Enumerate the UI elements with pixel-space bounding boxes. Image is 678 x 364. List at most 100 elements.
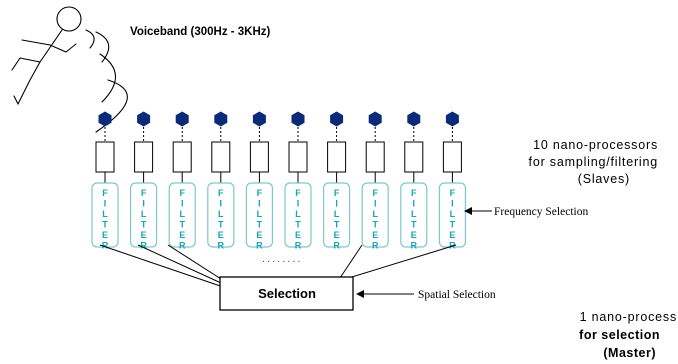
filter-letter: F: [218, 188, 224, 198]
filter-letter: I: [297, 199, 300, 209]
slaves-label: 10 nano-processors for sampling/filterin…: [529, 138, 658, 186]
filter-letter: T: [257, 220, 263, 230]
connector-line: [341, 244, 457, 281]
sensor-node-icon: [175, 111, 189, 127]
speaker-figure-icon: [11, 6, 95, 105]
spatial-selection-arrow-icon: [356, 290, 414, 298]
sensor-node-icon: [368, 111, 382, 127]
nano-processor-box: [211, 141, 231, 173]
filter-letter: L: [141, 209, 147, 219]
filter-letter: L: [411, 209, 417, 219]
filter-letter: I: [142, 199, 145, 209]
sensor-node-icon: [291, 111, 305, 127]
selection-box: [219, 276, 354, 311]
filter-letter: L: [450, 209, 456, 219]
master-label: 1 nano-process for selection (Master): [579, 310, 677, 360]
voiceband-label: Voiceband (300Hz - 3KHz): [130, 26, 271, 38]
filter-box: [168, 182, 196, 248]
filter-letter: T: [295, 220, 301, 230]
nano-processor-box: [134, 141, 154, 173]
filter-letter: E: [372, 230, 378, 240]
filter-letter: R: [372, 241, 379, 251]
frequency-selection-label: Frequency Selection: [494, 206, 588, 218]
filter-letter: R: [140, 241, 147, 251]
nano-processor-box: [404, 141, 424, 173]
master-label-line-3: (Master): [603, 346, 656, 360]
filter-letter: R: [102, 241, 109, 251]
filter-letter: F: [334, 188, 340, 198]
filter-letter: E: [411, 230, 417, 240]
nano-processor-box: [442, 141, 462, 173]
filter-letter: T: [334, 220, 340, 230]
filter-box: [130, 182, 158, 248]
filter-letter: I: [374, 199, 377, 209]
slaves-label-line-1: 10 nano-processors: [533, 138, 658, 152]
filter-letter: I: [335, 199, 338, 209]
filter-letter: L: [334, 209, 340, 219]
frequency-selection-arrow-icon: [464, 207, 492, 215]
nano-processor-box: [288, 141, 308, 173]
filter-letter: I: [258, 199, 261, 209]
filter-letter: I: [413, 199, 416, 209]
filter-letter: T: [102, 220, 108, 230]
processor-columns: FILTERFILTERFILTERFILTERFILTERFILTERFILT…: [91, 111, 466, 251]
sensor-node-icon: [252, 111, 266, 127]
connector-line: [137, 244, 233, 289]
filter-letter: E: [218, 230, 224, 240]
spatial-selection-label: Spatial Selection: [418, 289, 496, 301]
slaves-label-line-2: for sampling/filtering: [529, 155, 658, 169]
filter-letter: F: [102, 188, 108, 198]
master-label-line-1: 1 nano-process: [580, 310, 677, 324]
connector-line: [99, 244, 233, 291]
filter-letter: L: [218, 209, 224, 219]
filter-letter: R: [449, 241, 456, 251]
filter-letter: T: [218, 220, 224, 230]
filter-letter: E: [102, 230, 108, 240]
filter-letter: T: [372, 220, 378, 230]
filter-letter: L: [295, 209, 301, 219]
sensor-node-icon: [330, 111, 344, 127]
filter-box: [438, 182, 466, 248]
filter-letter: E: [256, 230, 262, 240]
ellipsis-dots: ........: [262, 253, 302, 265]
filter-letter: I: [181, 199, 184, 209]
filter-letter: E: [449, 230, 455, 240]
filter-letter: E: [334, 230, 340, 240]
filter-box: [284, 182, 312, 248]
filter-letter: L: [372, 209, 378, 219]
master-label-line-2: for selection: [579, 328, 660, 342]
filter-letter: E: [141, 230, 147, 240]
nano-processor-box: [249, 141, 269, 173]
filter-letter: F: [372, 188, 378, 198]
filter-box: [400, 182, 428, 248]
sensor-node-icon: [214, 111, 228, 127]
filter-box: [361, 182, 389, 248]
filter-letter: I: [451, 199, 454, 209]
filter-box: [323, 182, 351, 248]
filter-letter: T: [179, 220, 185, 230]
filter-letter: F: [295, 188, 301, 198]
filter-letter: I: [104, 199, 107, 209]
filter-letter: R: [295, 241, 302, 251]
filter-letter: F: [411, 188, 417, 198]
sensor-node-icon: [98, 111, 112, 127]
nano-processor-box: [172, 141, 192, 173]
filter-letter: F: [141, 188, 147, 198]
filter-box: [207, 182, 235, 248]
filter-letter: R: [333, 241, 340, 251]
connector-line: [339, 244, 363, 279]
filter-letter: T: [141, 220, 147, 230]
filter-letter: E: [295, 230, 301, 240]
filter-letter: L: [257, 209, 263, 219]
filter-letter: F: [450, 188, 456, 198]
filter-letter: T: [411, 220, 417, 230]
filter-letter: R: [411, 241, 418, 251]
